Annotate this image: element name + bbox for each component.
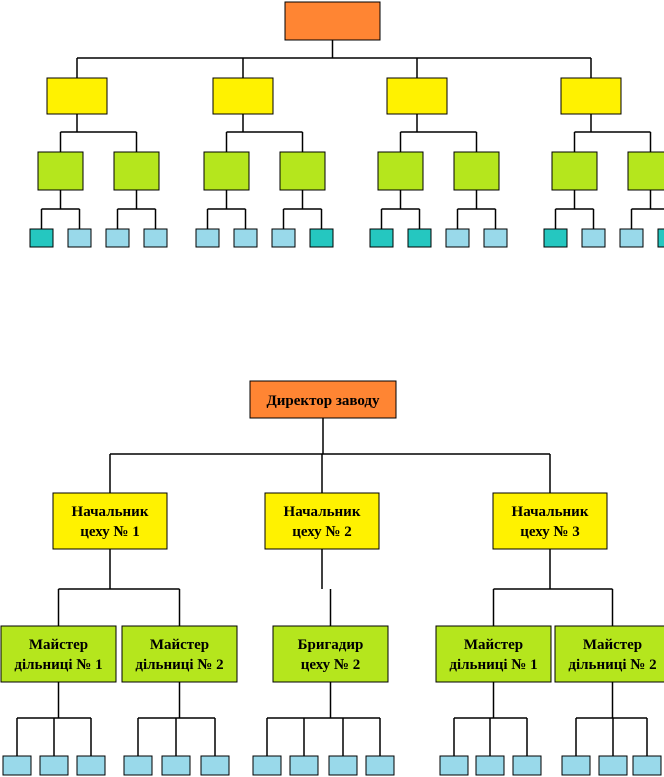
worker-box bbox=[369, 228, 394, 248]
worker-box bbox=[619, 228, 644, 248]
director-title: Директор заводу bbox=[266, 393, 380, 409]
master-box bbox=[121, 625, 238, 683]
foreman-box bbox=[551, 151, 598, 191]
worker-box bbox=[598, 755, 628, 776]
worker-box bbox=[475, 755, 505, 776]
worker-box bbox=[76, 755, 106, 776]
foreman-box bbox=[37, 151, 84, 191]
chief-box bbox=[560, 77, 622, 115]
chief-title-line1: Начальник bbox=[512, 504, 589, 520]
worker-box bbox=[328, 755, 358, 776]
sub-title-line1: Майстер bbox=[464, 637, 523, 653]
worker-box bbox=[289, 755, 319, 776]
worker-box bbox=[252, 755, 282, 776]
foreman-box bbox=[203, 151, 250, 191]
worker-box bbox=[445, 228, 470, 248]
chief-box bbox=[52, 492, 168, 550]
director-box bbox=[249, 380, 397, 419]
sub-title-line1: Майстер bbox=[583, 637, 642, 653]
worker-box bbox=[67, 228, 92, 248]
foreman-box bbox=[377, 151, 424, 191]
sub-title-line2: дільниці № 1 bbox=[449, 657, 537, 673]
worker-box bbox=[543, 228, 568, 248]
worker-box bbox=[143, 228, 168, 248]
sub-title-line2: цеху № 2 bbox=[301, 657, 361, 673]
worker-box bbox=[39, 755, 69, 776]
chief-box bbox=[492, 492, 608, 550]
chief-title-line2: цеху № 2 bbox=[292, 524, 352, 540]
worker-box bbox=[309, 228, 334, 248]
chief-title-line1: Начальник bbox=[72, 504, 149, 520]
master-box bbox=[554, 625, 664, 683]
chief-box bbox=[386, 77, 448, 115]
worker-box bbox=[200, 755, 230, 776]
sub-title-line2: дільниці № 2 bbox=[568, 657, 656, 673]
worker-box bbox=[657, 228, 664, 248]
worker-box bbox=[439, 755, 469, 776]
worker-box bbox=[365, 755, 395, 776]
sub-title-line1: Майстер bbox=[29, 637, 88, 653]
director-box bbox=[284, 1, 381, 41]
sub-title-line2: дільниці № 2 bbox=[135, 657, 223, 673]
foreman-box bbox=[113, 151, 160, 191]
worker-box bbox=[632, 755, 662, 776]
master-box bbox=[435, 625, 552, 683]
worker-box bbox=[161, 755, 191, 776]
chief-box bbox=[212, 77, 274, 115]
worker-box bbox=[195, 228, 220, 248]
chief-title-line2: цеху № 1 bbox=[80, 524, 140, 540]
worker-box bbox=[105, 228, 130, 248]
worker-box bbox=[271, 228, 296, 248]
chief-box bbox=[264, 492, 380, 550]
chief-title-line1: Начальник bbox=[284, 504, 361, 520]
master-box bbox=[0, 625, 117, 683]
foreman-box bbox=[279, 151, 326, 191]
worker-box bbox=[483, 228, 508, 248]
worker-box bbox=[512, 755, 542, 776]
foreman-box bbox=[453, 151, 500, 191]
chief-title-line2: цеху № 3 bbox=[520, 524, 580, 540]
worker-box bbox=[233, 228, 258, 248]
sub-title-line1: Бригадир bbox=[298, 637, 364, 653]
worker-box bbox=[2, 755, 32, 776]
foreman-box bbox=[627, 151, 664, 191]
sub-title-line1: Майстер bbox=[150, 637, 209, 653]
worker-box bbox=[581, 228, 606, 248]
chief-box bbox=[46, 77, 108, 115]
sub-title-line2: дільниці № 1 bbox=[14, 657, 102, 673]
worker-box bbox=[29, 228, 54, 248]
worker-box bbox=[123, 755, 153, 776]
brigadier-box bbox=[272, 625, 389, 683]
worker-box bbox=[407, 228, 432, 248]
worker-box bbox=[561, 755, 591, 776]
